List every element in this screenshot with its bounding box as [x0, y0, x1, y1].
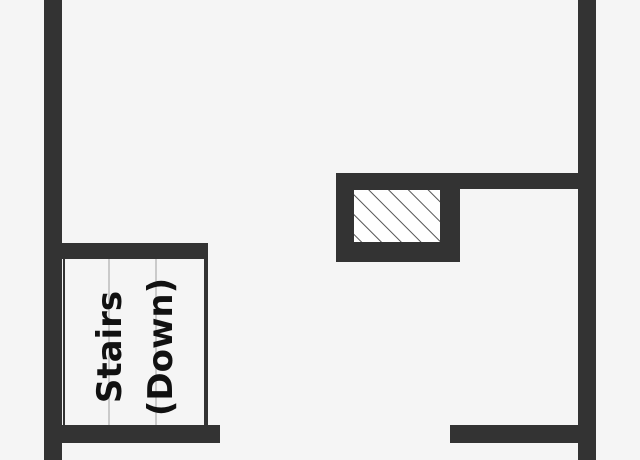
left-exterior-wall	[44, 0, 62, 460]
stairs-label-line1: Stairs	[90, 291, 130, 403]
stairs-right-wall	[204, 243, 208, 429]
bottom-left-wall	[44, 425, 220, 443]
upper-right-interior-wall	[450, 173, 596, 189]
chimney-hatch	[354, 190, 440, 242]
stairs-label-line2: (Down)	[141, 278, 181, 416]
right-exterior-wall	[578, 0, 596, 460]
stairs-top-wall	[44, 243, 208, 259]
bottom-right-wall	[450, 425, 596, 443]
